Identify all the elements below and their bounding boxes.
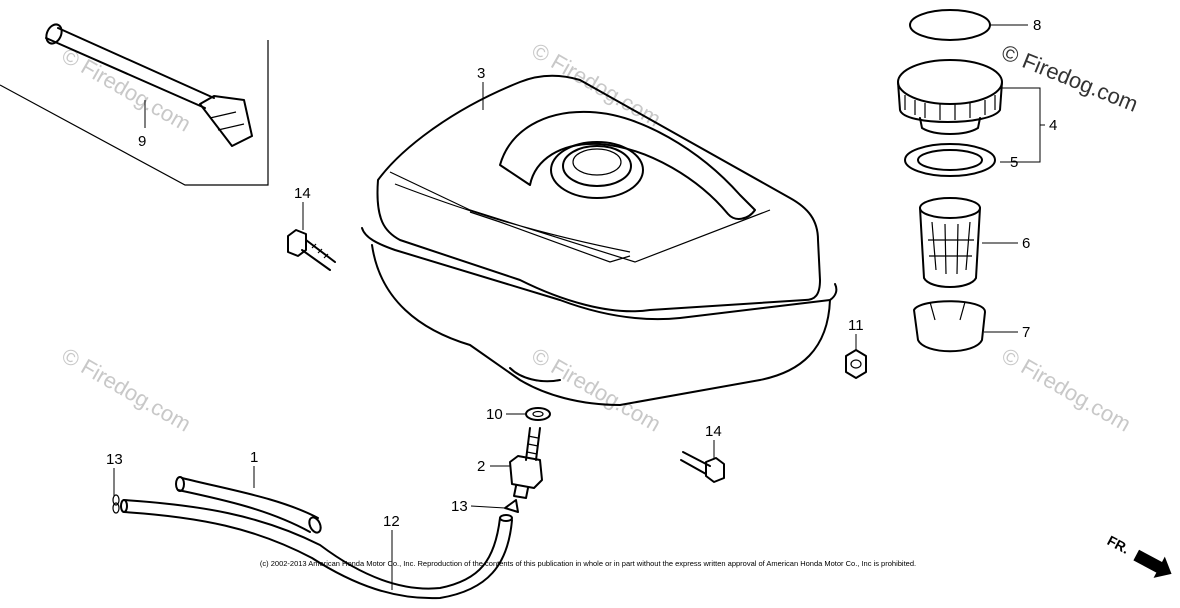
callout-13-left: 13 [106,451,123,468]
callout-3: 3 [477,65,485,82]
part-9-tube [0,23,269,186]
part-11-nut [845,349,867,379]
part-12-fuel-tube [120,499,513,600]
watermark-top-left: © Firedog.com [58,43,196,137]
leader-lines [113,24,1045,590]
part-1-fuel-tube [175,476,322,534]
part-10-washer [525,407,551,421]
callout-13-right: 13 [451,498,468,515]
front-label: FR. [1105,532,1132,557]
callouts: 9 3 8 4 5 6 7 11 14 14 10 2 13 13 1 12 [106,17,1057,530]
part-13-clamp-right [504,499,519,513]
callout-11: 11 [848,317,864,334]
callout-8: 8 [1033,17,1041,34]
watermark-main: © Firedog.com [998,39,1141,116]
part-6-strainer [919,197,981,288]
callout-14-lower: 14 [705,423,722,440]
watermark-mid-left: © Firedog.com [58,343,196,437]
callout-9: 9 [138,133,146,150]
callout-2: 2 [477,458,485,475]
part-14-bolt-lower [680,451,725,483]
part-4-fuel-cap [897,59,1003,135]
watermark-mid-center: © Firedog.com [528,343,666,437]
part-7-clip [913,300,986,353]
copyright-notice: (c) 2002-2013 American Honda Motor Co., … [260,559,916,568]
callout-1: 1 [250,449,258,466]
callout-10: 10 [486,406,503,423]
callout-14-upper: 14 [294,185,311,202]
front-direction-marker: FR. [1105,532,1172,578]
part-5-gasket [904,143,996,177]
callout-5: 5 [1010,154,1018,171]
callout-7: 7 [1022,324,1030,341]
part-2-fuel-valve [509,427,543,499]
part-13-clamp-left [112,494,120,514]
watermark-mid-right: © Firedog.com [998,343,1136,437]
callout-6: 6 [1022,235,1030,252]
part-14-bolt-upper [287,229,336,271]
part-8-cap-seal [909,9,991,41]
callout-12: 12 [383,513,400,530]
part-3-fuel-tank [361,74,838,406]
callout-4: 4 [1049,117,1057,134]
front-arrow-icon [1133,549,1172,578]
